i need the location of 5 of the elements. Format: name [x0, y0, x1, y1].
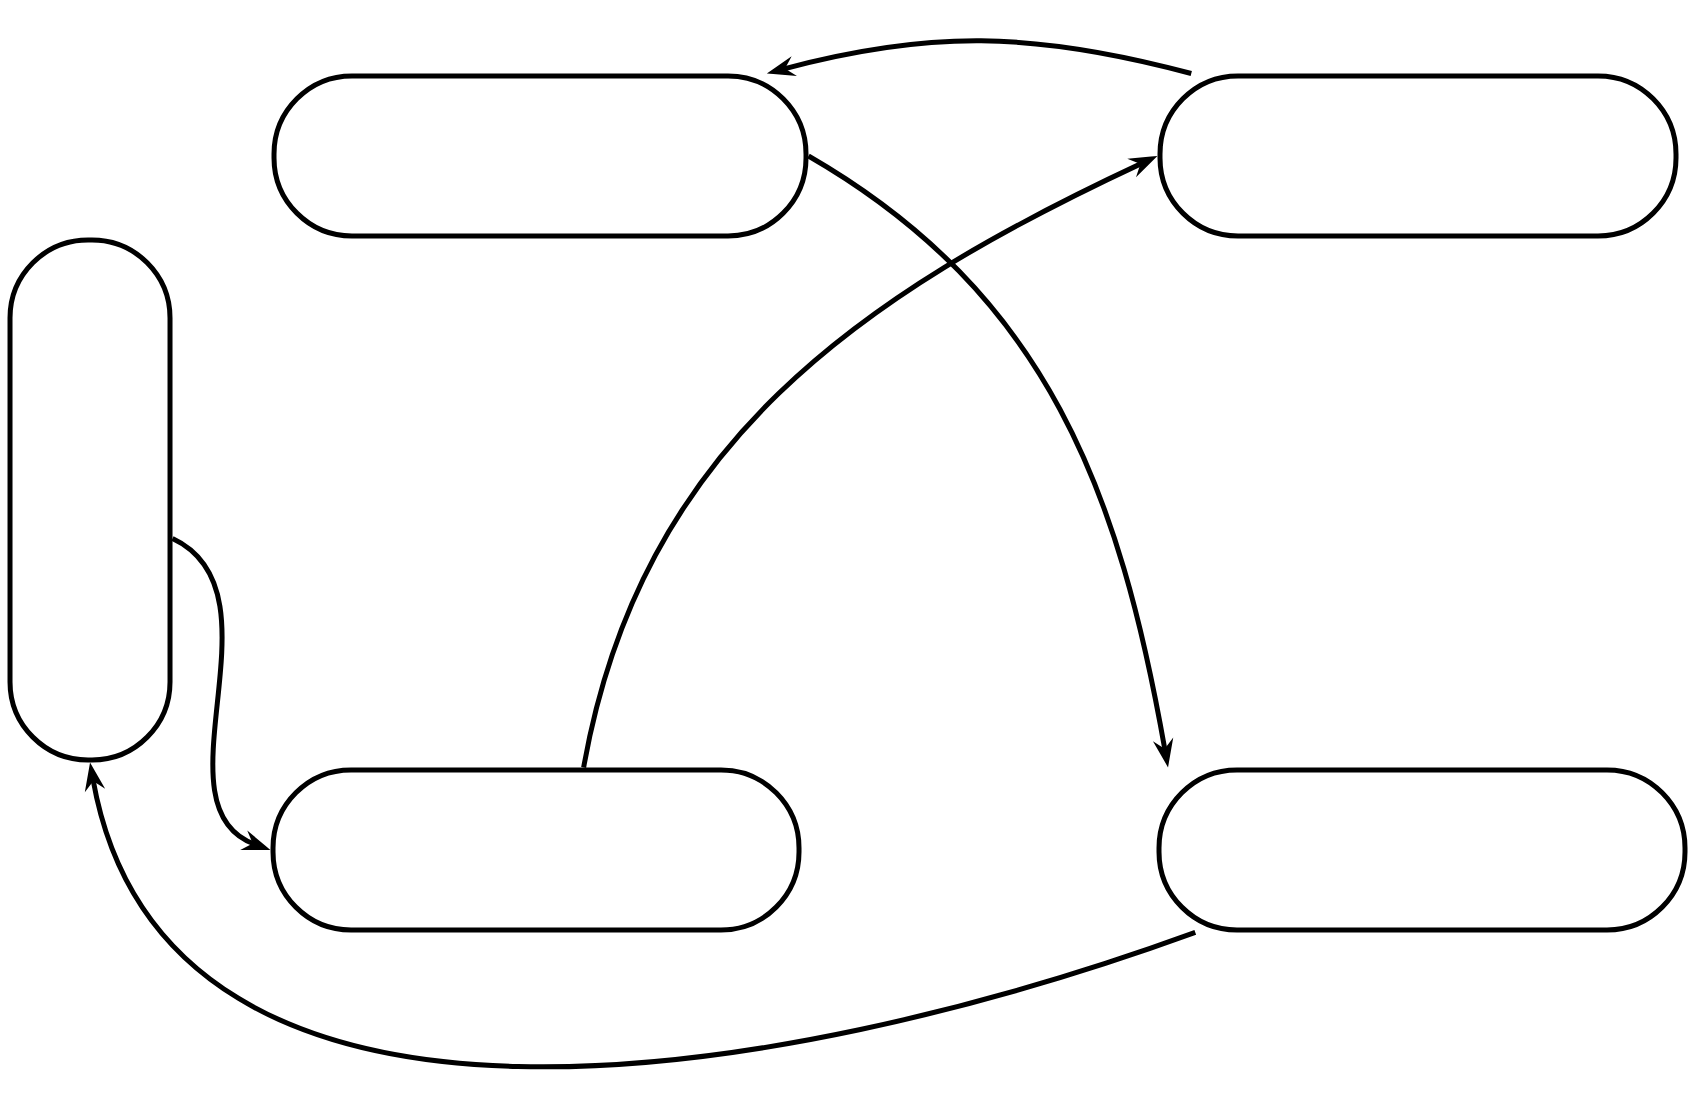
rounded-box	[270, 767, 802, 933]
rounded-box	[7, 237, 173, 763]
rounded-box	[1157, 73, 1679, 239]
rounded-box	[1156, 767, 1688, 933]
rounded-box	[271, 73, 809, 239]
